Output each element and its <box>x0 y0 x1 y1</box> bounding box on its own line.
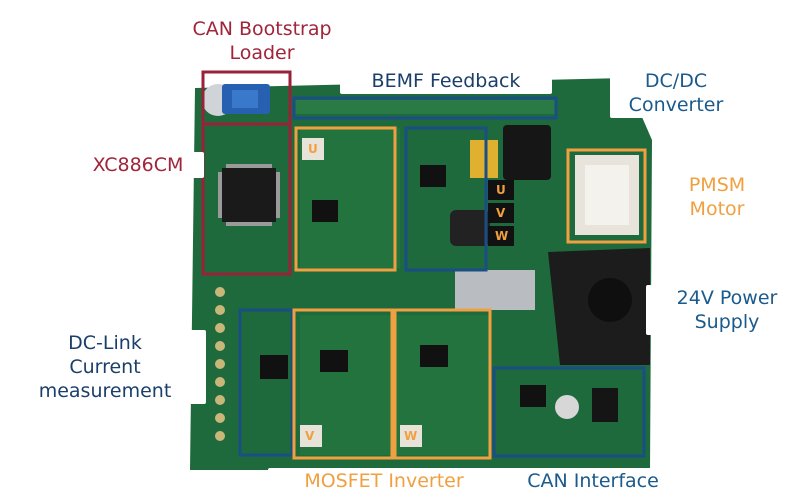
motor-connector <box>575 155 639 235</box>
label-dcdc-converter: DC/DC Converter <box>610 68 742 118</box>
can-interface-box <box>492 366 646 458</box>
can-connector <box>555 388 618 422</box>
xc886cm-box <box>201 122 292 276</box>
bootstrap-jumper <box>202 84 270 116</box>
uvw-terminals <box>488 180 514 246</box>
label-mosfet-inverter: MOSFET Inverter <box>268 468 500 494</box>
mosfet-v-box <box>292 308 394 460</box>
label-pmsm-motor: PMSM Motor <box>662 172 772 222</box>
power-components <box>450 125 551 246</box>
bemf-feedback-box <box>292 96 558 120</box>
label-can-interface: CAN Interface <box>497 468 689 494</box>
label-24v-power-supply: 24V Power Supply <box>646 285 799 335</box>
label-bemf-feedback: BEMF Feedback <box>340 68 552 94</box>
label-xc886cm: XC886CM <box>72 152 204 178</box>
pmsm-box <box>566 148 647 244</box>
mosfet-u-box <box>294 126 397 272</box>
phase-v-terminal: V <box>496 206 506 220</box>
dclink-box <box>238 308 294 457</box>
phase-w-terminal: W <box>495 229 509 243</box>
power-jack <box>455 248 650 365</box>
mosfet-chips <box>260 165 546 407</box>
label-can-bootstrap-loader: CAN Bootstrap Loader <box>166 16 358 66</box>
dcdc-box <box>404 126 488 272</box>
phase-v-bottom: V <box>305 429 315 443</box>
phase-w-bottom: W <box>404 429 418 443</box>
label-dc-link-current-measurement: DC-Link Current measurement <box>4 330 206 404</box>
phase-u-terminal: U <box>496 183 506 197</box>
mosfet-w-box <box>393 308 492 460</box>
pin-header-left <box>215 287 225 441</box>
phase-u-top: U <box>308 142 318 156</box>
microcontroller-chip <box>218 164 280 226</box>
